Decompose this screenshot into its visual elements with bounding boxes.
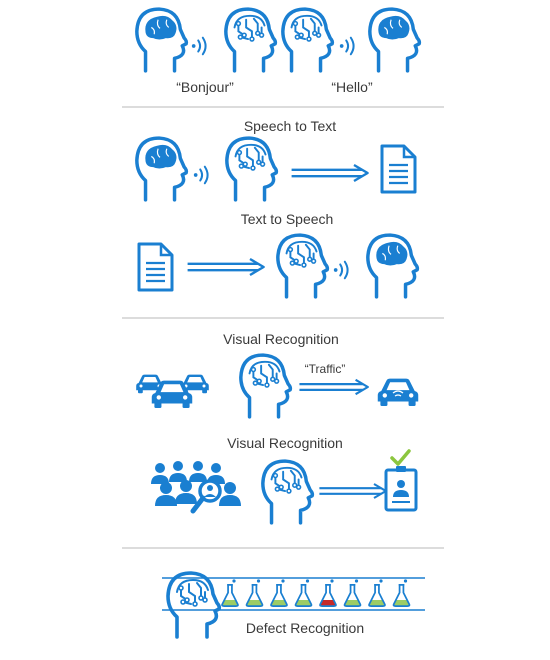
ai-head-circuit-icon xyxy=(166,571,222,639)
people-group-icon xyxy=(151,461,241,506)
id-badge-icon xyxy=(384,466,418,512)
label-bonjour: “Bonjour” xyxy=(176,79,234,95)
connected-car-icon xyxy=(377,378,419,406)
ai-head-circuit-icon xyxy=(261,459,315,525)
flask-icon xyxy=(245,579,264,607)
flask-icon xyxy=(294,579,313,607)
visual-recognition-title-2: Visual Recognition xyxy=(227,435,343,451)
section-visual: Visual Recognition “Traffic” Visual Reco… xyxy=(136,331,419,525)
flask-row xyxy=(221,579,411,607)
defect-recognition-title: Defect Recognition xyxy=(246,620,364,636)
flask-icon xyxy=(343,579,362,607)
sound-waves-icon xyxy=(338,36,355,56)
arrow-icon xyxy=(290,163,370,183)
label-hello: “Hello” xyxy=(331,79,373,95)
flask-icon xyxy=(392,579,411,607)
flask-icon xyxy=(221,579,239,607)
arrow-icon xyxy=(298,378,370,396)
ai-head-circuit-icon xyxy=(281,7,335,73)
magnifier-icon xyxy=(190,479,222,514)
human-head-brain-icon xyxy=(135,7,189,73)
ai-head-circuit-icon xyxy=(224,7,278,73)
ai-head-circuit-icon xyxy=(239,353,293,419)
human-head-brain-icon xyxy=(366,233,420,299)
document-icon xyxy=(380,144,417,194)
section-speech: Speech to Text Text to Speech xyxy=(135,118,420,299)
ai-head-circuit-icon xyxy=(276,233,330,299)
document-icon xyxy=(137,242,174,292)
cars-icon xyxy=(136,374,209,408)
human-head-brain-icon xyxy=(368,7,422,73)
traffic-label: “Traffic” xyxy=(305,362,346,376)
checkmark-icon xyxy=(390,449,411,466)
sound-waves-icon xyxy=(190,36,207,56)
arrow-icon xyxy=(318,482,388,500)
human-head-brain-icon xyxy=(135,136,189,202)
ai-head-circuit-icon xyxy=(225,136,279,202)
flask-icon-defect xyxy=(319,579,337,607)
section-defect: Defect Recognition xyxy=(162,571,425,639)
flask-icon xyxy=(368,579,386,607)
section-translation: “Bonjour” “Hello” xyxy=(135,7,422,95)
sound-waves-icon xyxy=(332,260,349,280)
sound-waves-icon xyxy=(192,165,209,185)
visual-recognition-title: Visual Recognition xyxy=(223,331,339,347)
flask-icon xyxy=(270,579,288,607)
text-to-speech-title: Text to Speech xyxy=(241,211,334,227)
arrow-icon xyxy=(186,257,266,277)
speech-to-text-title: Speech to Text xyxy=(244,118,336,134)
